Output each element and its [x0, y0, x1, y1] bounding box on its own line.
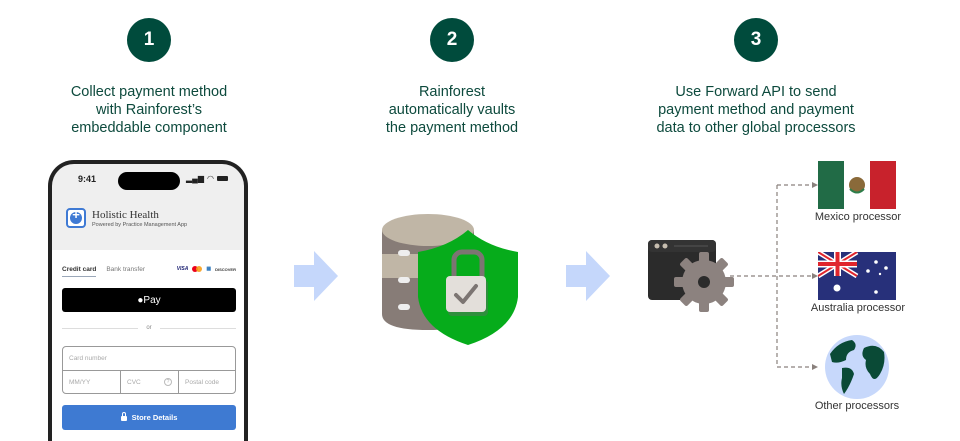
- card-form: Card number MM/YY CVC ? Postal code: [62, 346, 236, 394]
- apple-pay-button[interactable]: ● Pay: [62, 288, 236, 312]
- step-3-title-line: payment method and payment: [658, 102, 854, 118]
- step-3-title-line: Use Forward API to send: [675, 84, 837, 100]
- app-subtitle: Powered by Practice Management App: [92, 221, 188, 228]
- step-1-title: Collect payment method with Rainforest’s…: [49, 83, 249, 137]
- card-brands: VISA ▦ DISCOVER: [177, 266, 236, 272]
- vault-database-shield-icon: [382, 214, 518, 345]
- step-1-title-line: with Rainforest’s: [95, 102, 203, 118]
- help-icon[interactable]: ?: [164, 378, 172, 386]
- dynamic-island: [118, 172, 180, 190]
- status-icons: ▂▄▆ ◠: [186, 174, 228, 183]
- tab-credit-card[interactable]: Credit card: [62, 266, 97, 277]
- cvc-placeholder: CVC: [127, 379, 141, 386]
- apple-pay-label: Pay: [143, 294, 161, 306]
- payment-tabs: Credit card Bank transfer: [62, 266, 145, 277]
- card-number-input[interactable]: Card number: [63, 347, 235, 371]
- australia-flag-icon: [818, 252, 896, 300]
- step-1-title-line: embeddable component: [71, 120, 227, 136]
- api-gear-icon: [648, 240, 734, 312]
- wifi-icon: ◠: [207, 174, 214, 183]
- store-details-button[interactable]: Store Details: [62, 405, 236, 430]
- tab-bank-transfer[interactable]: Bank transfer: [106, 266, 145, 273]
- amex-icon: ▦: [206, 266, 212, 272]
- connector-lines: [730, 182, 818, 370]
- phone-time: 9:41: [78, 174, 97, 184]
- expiry-input[interactable]: MM/YY: [63, 371, 121, 394]
- divider-line: [159, 327, 236, 329]
- arrow-right-icon: [294, 251, 338, 301]
- app-header: Holistic Health Powered by Practice Mana…: [66, 207, 188, 228]
- mexico-processor-label: Mexico processor: [814, 211, 902, 223]
- phone-mockup: 9:41 ▂▄▆ ◠ Holistic Health Powered by Pr…: [48, 160, 248, 441]
- step-2-title-line: the payment method: [385, 120, 519, 136]
- app-name: Holistic Health: [92, 208, 159, 221]
- or-divider: or: [62, 324, 236, 332]
- step-2-title-line: Rainforest: [418, 84, 486, 100]
- or-label: or: [146, 325, 152, 331]
- arrow-right-icon: [566, 251, 610, 301]
- shield-lock-icon: [418, 230, 518, 345]
- other-processors-label: Other processors: [814, 400, 900, 412]
- signal-icon: ▂▄▆: [186, 174, 205, 183]
- australia-processor-label: Australia processor: [810, 302, 906, 314]
- lock-icon: [120, 412, 127, 421]
- visa-icon: VISA: [176, 266, 189, 272]
- step-1-title-line: Collect payment method: [70, 84, 228, 100]
- battery-icon: [217, 176, 228, 181]
- step-2-title: Rainforest automatically vaults the paym…: [352, 83, 552, 137]
- globe-icon: [825, 335, 889, 399]
- mexico-flag-icon: [818, 161, 896, 209]
- discover-icon: DISCOVER: [215, 266, 236, 272]
- apple-icon: ●: [137, 294, 144, 306]
- cvc-input[interactable]: CVC ?: [121, 371, 179, 394]
- step-1-badge: 1: [127, 18, 171, 62]
- payment-form-card: Credit card Bank transfer VISA ▦ DISCOVE…: [52, 250, 244, 441]
- medical-cross-icon: [66, 207, 86, 228]
- step-2-badge: 2: [430, 18, 474, 62]
- step-3-title-line: data to other global processors: [656, 120, 856, 136]
- step-3-title: Use Forward API to send payment method a…: [636, 83, 876, 137]
- store-details-label: Store Details: [131, 413, 178, 422]
- step-2-title-line: automatically vaults: [388, 102, 516, 118]
- phone-status-bar: 9:41 ▂▄▆ ◠: [52, 172, 244, 190]
- step-3-badge: 3: [734, 18, 778, 62]
- postal-code-input[interactable]: Postal code: [185, 379, 219, 386]
- divider-line: [62, 327, 139, 329]
- mastercard-icon: [192, 266, 203, 272]
